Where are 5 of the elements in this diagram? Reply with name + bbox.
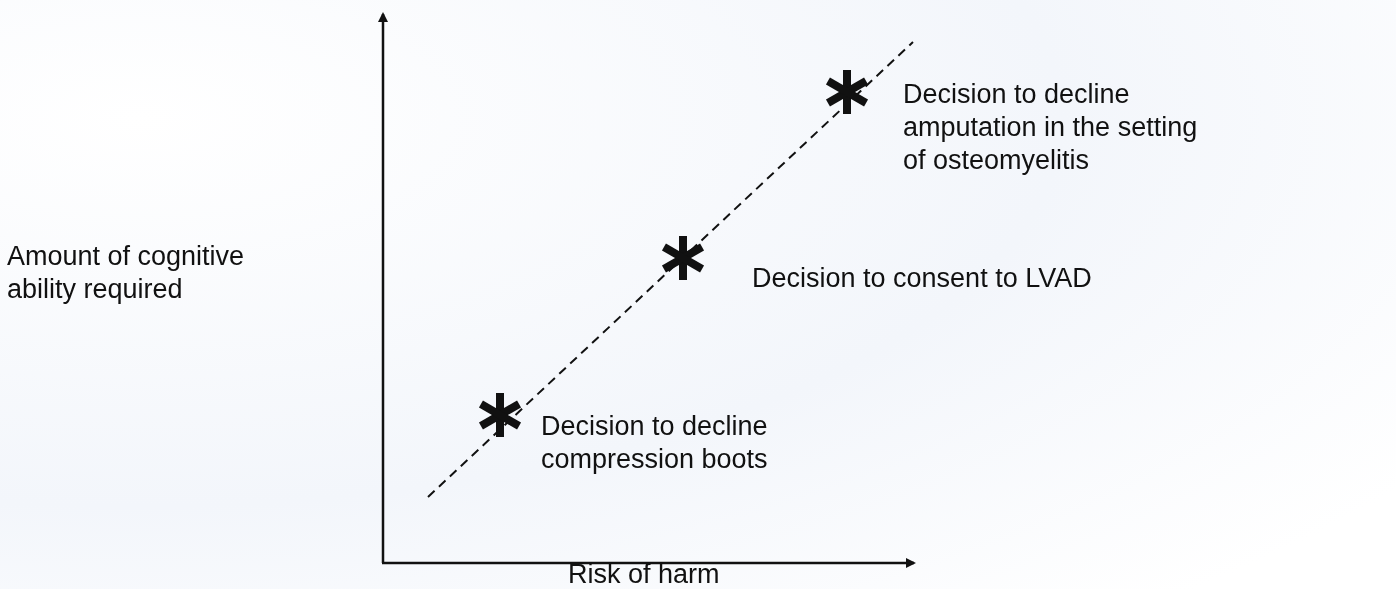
- axis-title: Amount of cognitive ability required: [7, 240, 246, 306]
- point-label: Decision to decline amputation in the setting of osteomyelitis: [903, 78, 1199, 177]
- point-label: Decision to decline compression boots: [541, 410, 769, 476]
- axis-title: Risk of harm: [568, 558, 721, 589]
- point-label: Decision to consent to LVAD: [752, 262, 1093, 295]
